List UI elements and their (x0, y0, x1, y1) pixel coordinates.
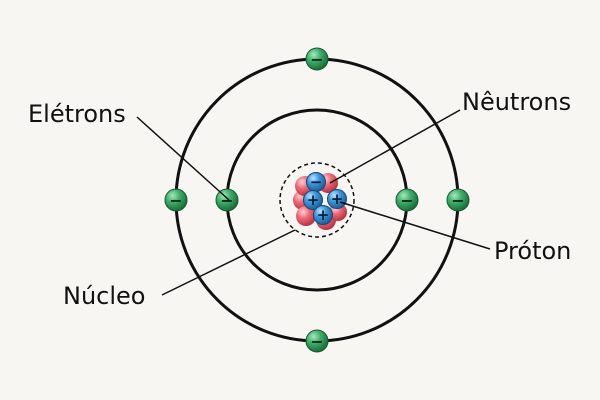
nucleus-label: Núcleo (63, 282, 145, 310)
proton: − (306, 172, 326, 192)
electrons-leader-line (136, 116, 230, 201)
svg-text:+: + (317, 206, 330, 224)
svg-text:−: − (310, 50, 323, 69)
proton: + (303, 190, 323, 210)
electrons-label: Elétrons (28, 100, 126, 128)
svg-text:+: + (331, 190, 344, 208)
svg-text:−: − (310, 332, 323, 351)
svg-text:−: − (169, 191, 182, 210)
electron: − (395, 188, 419, 212)
proton: + (327, 189, 347, 209)
nucleus-leader-line (161, 229, 296, 296)
nucleus-boundary (279, 162, 355, 238)
neutrons-label: Nêutrons (462, 88, 571, 116)
neutron (296, 206, 316, 226)
electron: − (446, 188, 470, 212)
svg-text:−: − (400, 191, 413, 210)
proton: + (313, 205, 333, 225)
svg-text:−: − (451, 191, 464, 210)
svg-text:−: − (310, 173, 323, 191)
electron: − (305, 329, 329, 353)
neutrons-leader-line (329, 109, 461, 184)
electron: − (305, 47, 329, 71)
electron: − (164, 188, 188, 212)
proton-label: Próton (494, 237, 571, 265)
proton-leader-line (339, 201, 491, 250)
electron: − (215, 188, 239, 212)
nucleus: − + + + (293, 172, 347, 230)
svg-text:+: + (307, 191, 320, 209)
